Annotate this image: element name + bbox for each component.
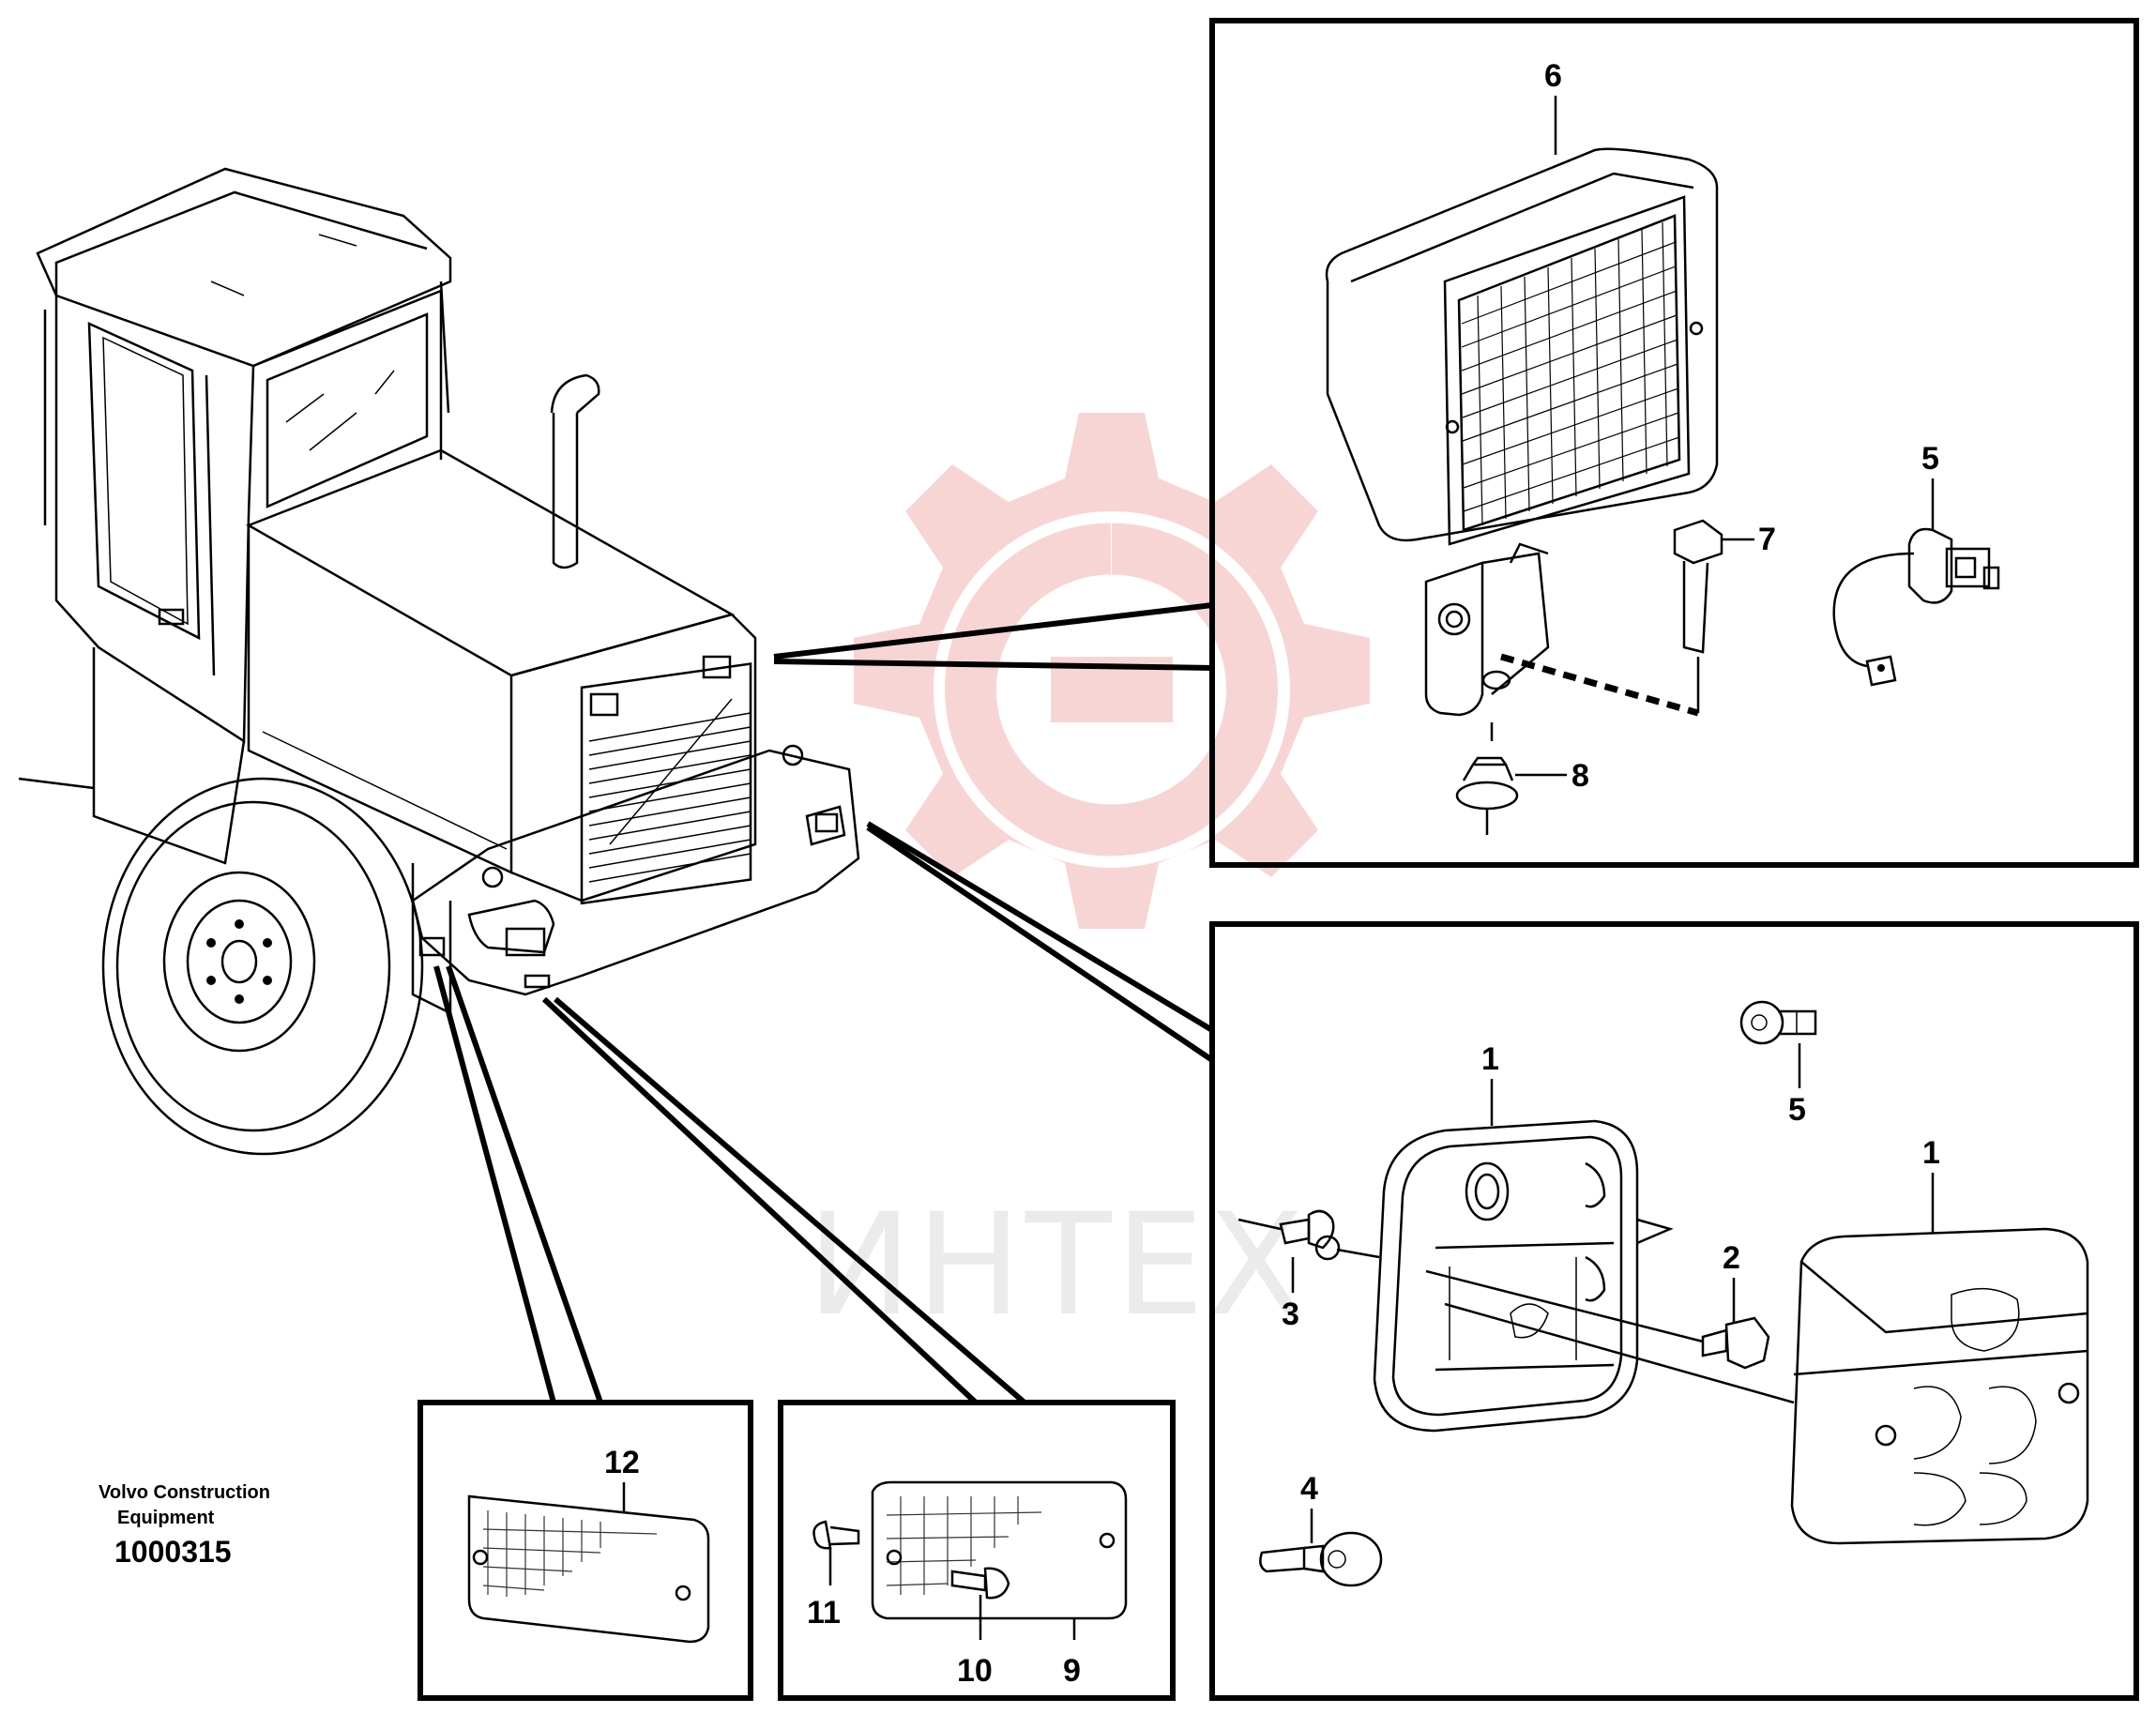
callout-1-base: 1: [1481, 1041, 1499, 1077]
callout-4: 4: [1300, 1471, 1318, 1507]
rear-grille: [510, 613, 757, 903]
lamp-lens: [1790, 1227, 2089, 1545]
work-light-bracket: [1424, 542, 1550, 717]
lamp-base: [1373, 1119, 1674, 1433]
rear-tire: [101, 777, 424, 1156]
watermark-logo: ИНТЕХ: [807, 413, 1370, 1347]
rear-left-lamp: [505, 927, 546, 957]
callout-7: 7: [1758, 522, 1776, 557]
callout-9: 9: [1063, 1653, 1081, 1689]
halogen-bulb: [1832, 527, 2000, 687]
watermark-text: ИНТЕХ: [807, 1184, 1308, 1347]
mount-bolt: [1237, 1209, 1380, 1261]
callout-11: 11: [807, 1595, 841, 1631]
stop-bulb: [1259, 1509, 1383, 1587]
watermark-ring-icon: [945, 523, 1278, 857]
reflector-detail: 12: [418, 1400, 753, 1701]
rear-counterweight: [411, 749, 860, 996]
callout-2: 2: [1723, 1240, 1740, 1276]
reflector-screw-detail: 11 10 9: [778, 1400, 1176, 1701]
figure-number: 1000315: [114, 1535, 232, 1569]
callout-8: 8: [1571, 758, 1589, 794]
callout-5-bottom: 5: [1788, 1092, 1806, 1128]
credit-company-line2: Equipment: [117, 1508, 215, 1528]
cab-door-window: [87, 322, 201, 641]
wheel-loader-illustration: [18, 167, 860, 1156]
callout-6: 6: [1544, 58, 1562, 94]
small-bulb: [1739, 1000, 1817, 1088]
rear-right-lamp: [814, 812, 839, 833]
work-light-detail: 6 7 8 5: [1209, 18, 2139, 868]
callout-5-top: 5: [1921, 441, 1939, 477]
callout-12: 12: [604, 1445, 640, 1480]
flange-nut: [1455, 756, 1519, 835]
credit-company-line1: Volvo Construction: [99, 1482, 270, 1503]
assembly-dash-line: [1500, 653, 1699, 717]
work-light-lamp: [1325, 147, 1719, 546]
exhaust-stack: [552, 413, 579, 569]
hex-bolt: [1673, 519, 1723, 654]
callout-10: 10: [957, 1653, 993, 1689]
cab-front-window: [266, 312, 429, 508]
callout-3: 3: [1282, 1297, 1299, 1332]
tail-lamp-detail: 1 1 2 3 4 5: [1209, 921, 2139, 1701]
callout-1-lens: 1: [1922, 1135, 1940, 1171]
leader-lines: [433, 602, 1214, 1405]
lens-screw: [1425, 1269, 1795, 1404]
credit-block: Volvo Construction Equipment 1000315: [99, 1482, 270, 1569]
